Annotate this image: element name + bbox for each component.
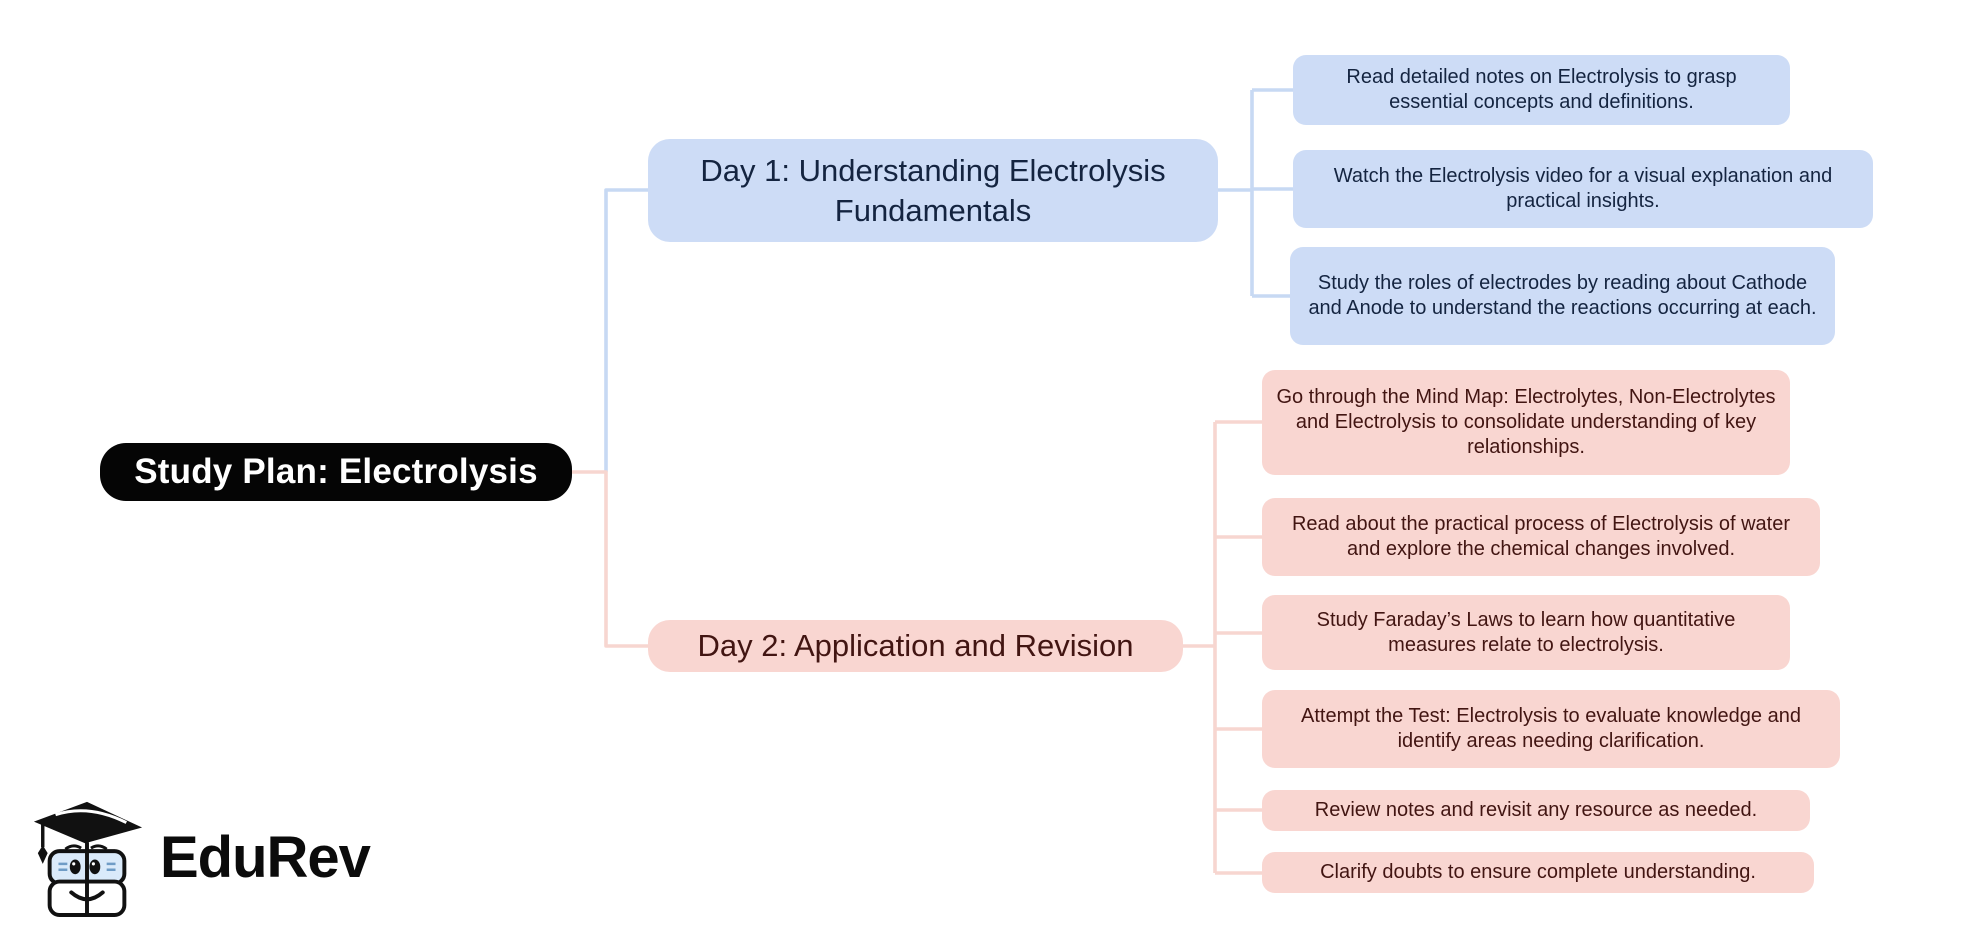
task-leaf-day2-2: Read about the practical process of Elec… bbox=[1262, 498, 1820, 576]
task-leaf-day2-4: Attempt the Test: Electrolysis to evalua… bbox=[1262, 690, 1840, 768]
root-node: Study Plan: Electrolysis bbox=[100, 443, 572, 501]
task-leaf-day2-5: Review notes and revisit any resource as… bbox=[1262, 790, 1810, 831]
branch-node-day2: Day 2: Application and Revision bbox=[648, 620, 1183, 672]
task-leaf-day2-1: Go through the Mind Map: Electrolytes, N… bbox=[1262, 370, 1790, 475]
task-leaf-day1-3: Study the roles of electrodes by reading… bbox=[1290, 247, 1835, 345]
day2-branch-line bbox=[572, 420, 1262, 875]
edurev-logo: EduRev bbox=[28, 793, 371, 921]
task-leaf-day2-3: Study Faraday’s Laws to learn how quanti… bbox=[1262, 595, 1790, 670]
day1-branch-line bbox=[604, 88, 1293, 472]
task-leaf-day1-2: Watch the Electrolysis video for a visua… bbox=[1293, 150, 1873, 228]
task-leaf-day1-1: Read detailed notes on Electrolysis to g… bbox=[1293, 55, 1790, 125]
task-leaf-day2-6: Clarify doubts to ensure complete unders… bbox=[1262, 852, 1814, 893]
edurev-wordmark: EduRev bbox=[160, 824, 371, 890]
branch-node-day1: Day 1: Understanding Electrolysis Fundam… bbox=[648, 139, 1218, 242]
edurev-mascot-icon bbox=[33, 801, 143, 917]
